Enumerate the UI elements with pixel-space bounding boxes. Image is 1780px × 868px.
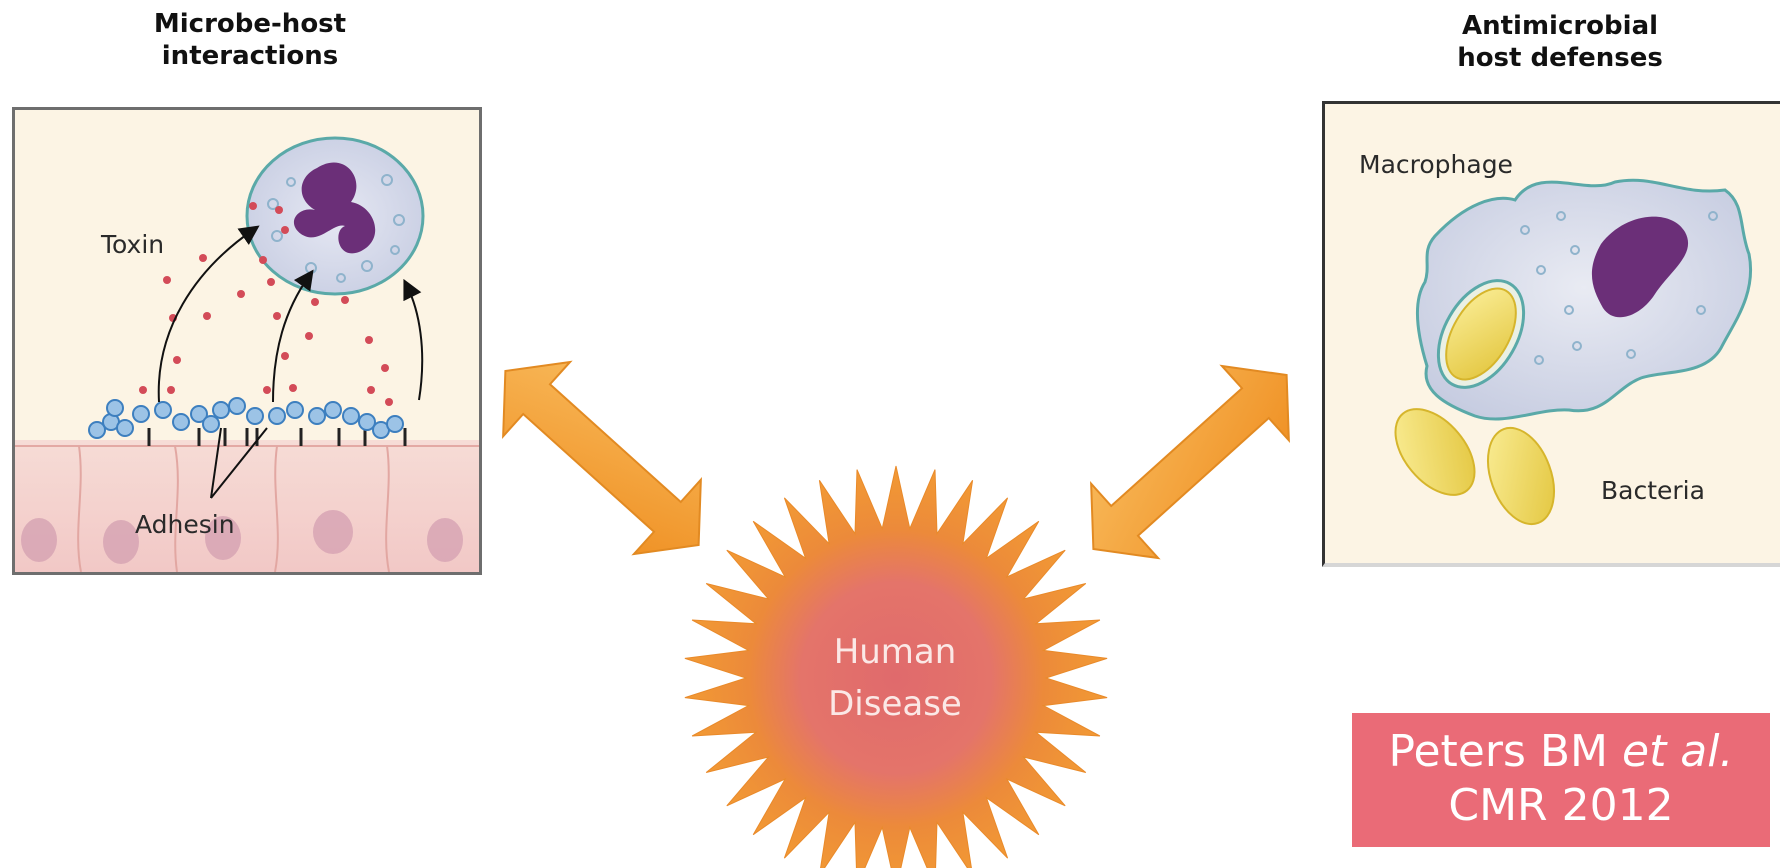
citation-line2: CMR 2012: [1352, 779, 1770, 833]
citation-authors: Peters BM: [1389, 726, 1623, 777]
left-double-arrow: [472, 334, 732, 582]
burst-line1: Human: [800, 632, 990, 672]
citation-line1: Peters BM et al.: [1352, 725, 1770, 779]
citation-etal: et al.: [1622, 726, 1733, 777]
right-double-arrow: [1060, 338, 1320, 586]
burst-line2: Disease: [800, 684, 990, 724]
citation-box: Peters BM et al. CMR 2012: [1352, 713, 1770, 847]
